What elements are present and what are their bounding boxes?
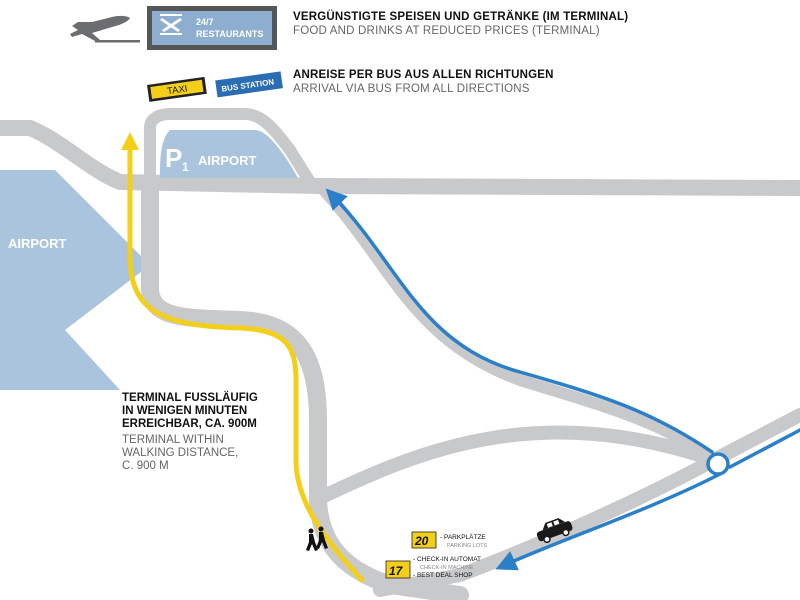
bus-route-lines bbox=[325, 188, 800, 571]
walk-note-en-line-3: C. 900 M bbox=[122, 460, 169, 472]
p1-label: AIRPORT bbox=[198, 153, 257, 168]
legend-20-number: 20 bbox=[414, 534, 429, 548]
legend-17-de-2: - BEST DEAL SHOP bbox=[413, 572, 473, 579]
airport-label: AIRPORT bbox=[8, 236, 67, 251]
car-icon bbox=[536, 518, 573, 544]
walk-note-en: TERMINAL WITHIN WALKING DISTANCE, C. 900… bbox=[122, 434, 238, 473]
legend-20-en: PARKING LOTS bbox=[447, 543, 488, 549]
legend-item-17: 17 - CHECK-IN AUTOMAT CHECK-IN MACHINE -… bbox=[385, 556, 481, 579]
p1-parking-area bbox=[160, 130, 298, 178]
restaurants-badge-line1: 24/7 bbox=[196, 17, 214, 27]
bus-heading-de: ANREISE PER BUS AUS ALLEN RICHTUNGEN bbox=[293, 69, 554, 81]
walk-note-de-line-3: ERREICHBAR, CA. 900M bbox=[122, 418, 257, 430]
restaurants-badge: 24/7 RESTAURANTS bbox=[147, 6, 277, 50]
restaurants-badge-line2: RESTAURANTS bbox=[196, 29, 263, 39]
road-network bbox=[0, 108, 800, 600]
walking-people-icon bbox=[306, 526, 328, 551]
walking-route-arrowhead bbox=[121, 132, 139, 150]
airplane-icon bbox=[70, 15, 140, 43]
airport-area bbox=[0, 170, 150, 390]
walk-note-de: TERMINAL FUSSLÄUFIG IN WENIGEN MINUTEN E… bbox=[122, 392, 258, 431]
bus-station-badge: BUS STATION bbox=[215, 71, 283, 98]
walk-note-en-line-2: WALKING DISTANCE, bbox=[122, 447, 239, 459]
bus-heading-en: ARRIVAL VIA BUS FROM ALL DIRECTIONS bbox=[293, 83, 530, 95]
legend-item-20: 20 - PARKPLÄTZE PARKING LOTS bbox=[411, 531, 488, 549]
walk-note-de-line-2: IN WENIGEN MINUTEN bbox=[122, 405, 248, 417]
knife-fork-icon bbox=[160, 14, 182, 35]
legend-17-number: 17 bbox=[389, 564, 404, 578]
food-heading-de: VERGÜNSTIGTE SPEISEN UND GETRÄNKE (IM TE… bbox=[293, 11, 629, 23]
legend-17-de-1: - CHECK-IN AUTOMAT bbox=[413, 556, 481, 563]
legend-20-de: - PARKPLÄTZE bbox=[440, 533, 486, 541]
walk-note-en-line-1: TERMINAL WITHIN bbox=[122, 434, 224, 446]
walk-note-de-line-1: TERMINAL FUSSLÄUFIG bbox=[122, 392, 258, 404]
taxi-badge: TAXI bbox=[147, 76, 207, 102]
legend-17-en: CHECK-IN MACHINE bbox=[420, 565, 474, 571]
p1-number: 1 bbox=[182, 160, 189, 174]
walking-route-line bbox=[127, 147, 365, 583]
taxi-label: TAXI bbox=[166, 83, 188, 97]
roundabout-icon bbox=[706, 452, 730, 476]
food-heading-en: FOOD AND DRINKS AT REDUCED PRICES (TERMI… bbox=[293, 25, 600, 37]
p1-letter: P bbox=[165, 143, 182, 173]
